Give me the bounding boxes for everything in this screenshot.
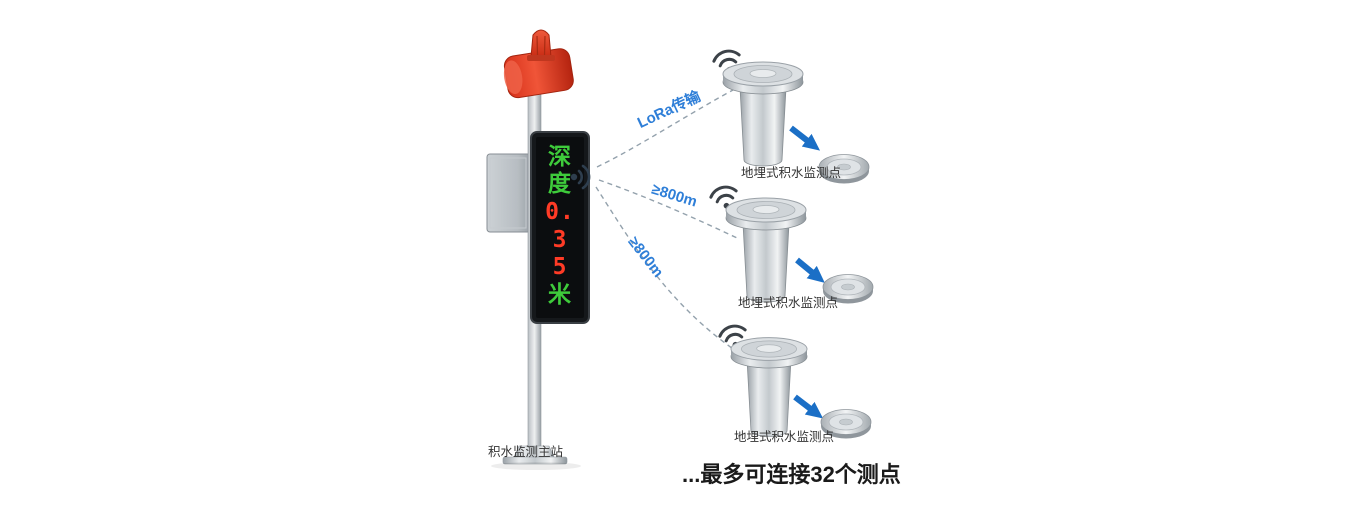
sensor-label: 地埋式积水监测点	[741, 166, 841, 180]
alarm-light	[503, 29, 574, 99]
link-label-distance-1: ≥800m	[650, 181, 700, 211]
sensor-label: 地埋式积水监测点	[734, 430, 834, 444]
flow-arrow	[795, 257, 825, 283]
led-display-line: 深	[548, 144, 572, 170]
link-curve-middle	[598, 179, 738, 239]
control-box-door	[489, 157, 527, 229]
flow-arrow	[793, 394, 824, 419]
led-display-line: 米	[548, 282, 572, 308]
alarm-horn	[503, 48, 574, 99]
control-box	[486, 153, 532, 233]
led-display-line: 0.	[545, 199, 575, 225]
main-station: 深 度 0. 3 5 米 积水监测主站	[486, 29, 591, 470]
led-display: 深 度 0. 3 5 米	[530, 131, 590, 324]
led-display-screen	[536, 137, 584, 318]
footer-note: ...最多可连接32个测点	[682, 462, 901, 487]
lora-links	[595, 89, 743, 356]
led-display-line: 度	[548, 170, 572, 197]
link-curve-top	[596, 89, 734, 168]
control-box-body	[486, 153, 532, 233]
flow-arrow	[789, 125, 821, 151]
buried-sensor-2: 地埋式积水监测点	[707, 182, 874, 310]
link-label-lora: LoRa传输	[634, 87, 704, 132]
link-label-distance-2: ≥800m	[625, 234, 667, 281]
sensor-cylinder	[725, 197, 807, 303]
station-label: 积水监测主站	[488, 445, 563, 459]
sensor-label: 地埋式积水监测点	[738, 296, 838, 310]
buried-sensor-3: 地埋式积水监测点	[716, 321, 872, 444]
alarm-beacon	[530, 29, 552, 58]
alarm-beacon-base	[527, 55, 555, 61]
base-shadow	[491, 462, 581, 470]
rf-emission-icon	[570, 164, 591, 190]
led-display-line: 3	[553, 227, 568, 253]
sensor-cylinder	[730, 337, 808, 437]
buried-sensor-1: 地埋式积水监测点	[710, 46, 870, 184]
led-display-line: 5	[553, 254, 568, 280]
pole-base-plate	[502, 456, 568, 465]
sensor-cylinder	[722, 61, 804, 167]
link-curve-bottom	[595, 186, 743, 356]
